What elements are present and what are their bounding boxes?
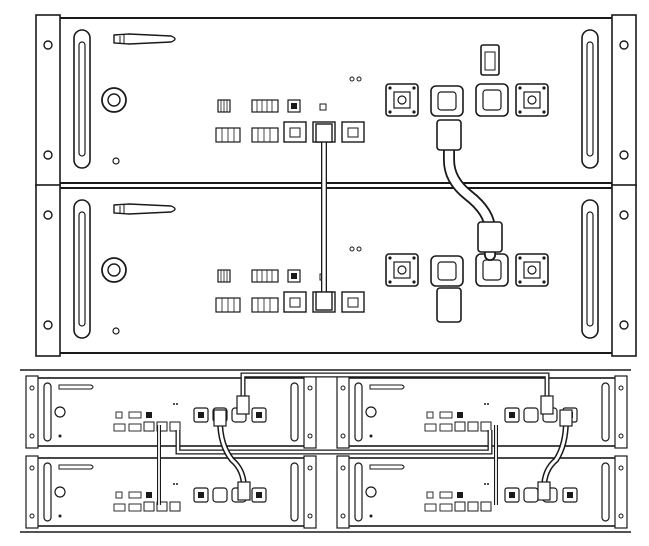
bottom-assembly xyxy=(20,369,631,533)
lower-module xyxy=(35,184,637,357)
right-bottom-module xyxy=(336,455,628,529)
left-bottom-module xyxy=(25,455,317,529)
right-top-module xyxy=(336,375,628,449)
upper-module xyxy=(35,14,637,187)
top-assembly xyxy=(35,14,637,357)
left-top-module xyxy=(25,375,317,449)
